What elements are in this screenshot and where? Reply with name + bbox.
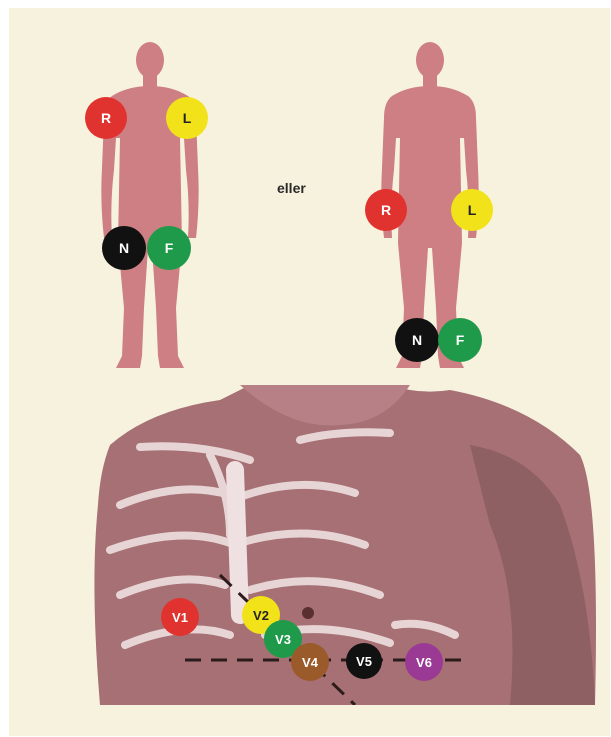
chest-illustration (90, 385, 600, 705)
electrode-r-figure-1: R (85, 97, 127, 139)
electrode-n-figure-1: N (102, 226, 146, 270)
electrode-v6: V6 (405, 643, 443, 681)
electrode-l-figure-1: L (166, 97, 208, 139)
electrode-r-figure-2: R (365, 189, 407, 231)
electrode-f-figure-1: F (147, 226, 191, 270)
electrode-v5: V5 (346, 643, 382, 679)
electrode-l-figure-2: L (451, 189, 493, 231)
electrode-v1: V1 (161, 598, 199, 636)
electrode-v4: V4 (291, 643, 329, 681)
electrode-n-figure-2: N (395, 318, 439, 362)
body-silhouette-1 (88, 38, 213, 370)
electrode-f-figure-2: F (438, 318, 482, 362)
or-label: eller (277, 180, 306, 196)
